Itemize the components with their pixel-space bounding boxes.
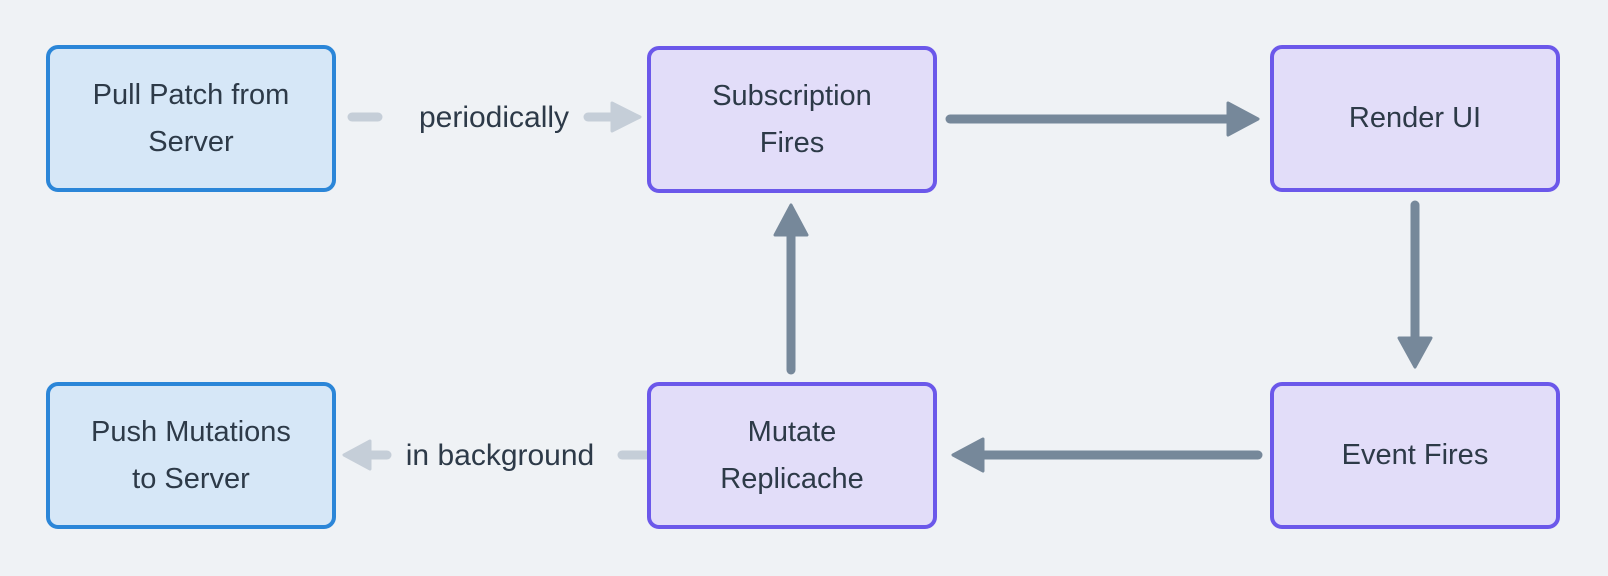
- node-event-fires: Event Fires: [1270, 382, 1560, 529]
- edge-subscription-to-render: [945, 101, 1260, 137]
- edge-mutate-to-push: [342, 439, 653, 471]
- node-mutate-replicache: Mutate Replicache: [647, 382, 937, 529]
- node-label: Mutate Replicache: [720, 415, 864, 495]
- node-push-mutations-to-server: Push Mutations to Server: [46, 382, 336, 529]
- node-subscription-fires: Subscription Fires: [647, 46, 937, 193]
- edge-label-in-background: in background: [405, 439, 595, 472]
- node-render-ui: Render UI: [1270, 45, 1560, 192]
- edge-label-periodically: periodically: [418, 101, 570, 134]
- edge-render-to-event: [1397, 200, 1433, 369]
- node-label: Subscription Fires: [712, 79, 872, 159]
- edge-mutate-to-subscription: [773, 203, 809, 375]
- node-pull-patch-from-server: Pull Patch from Server: [46, 45, 336, 192]
- node-label: Render UI: [1348, 102, 1482, 134]
- edge-event-to-mutate: [951, 437, 1263, 473]
- edge-pull-to-subscription: [347, 101, 642, 133]
- node-label: Push Mutations to Server: [91, 415, 291, 495]
- node-label: Pull Patch from Server: [92, 78, 290, 158]
- node-label: Event Fires: [1341, 439, 1489, 471]
